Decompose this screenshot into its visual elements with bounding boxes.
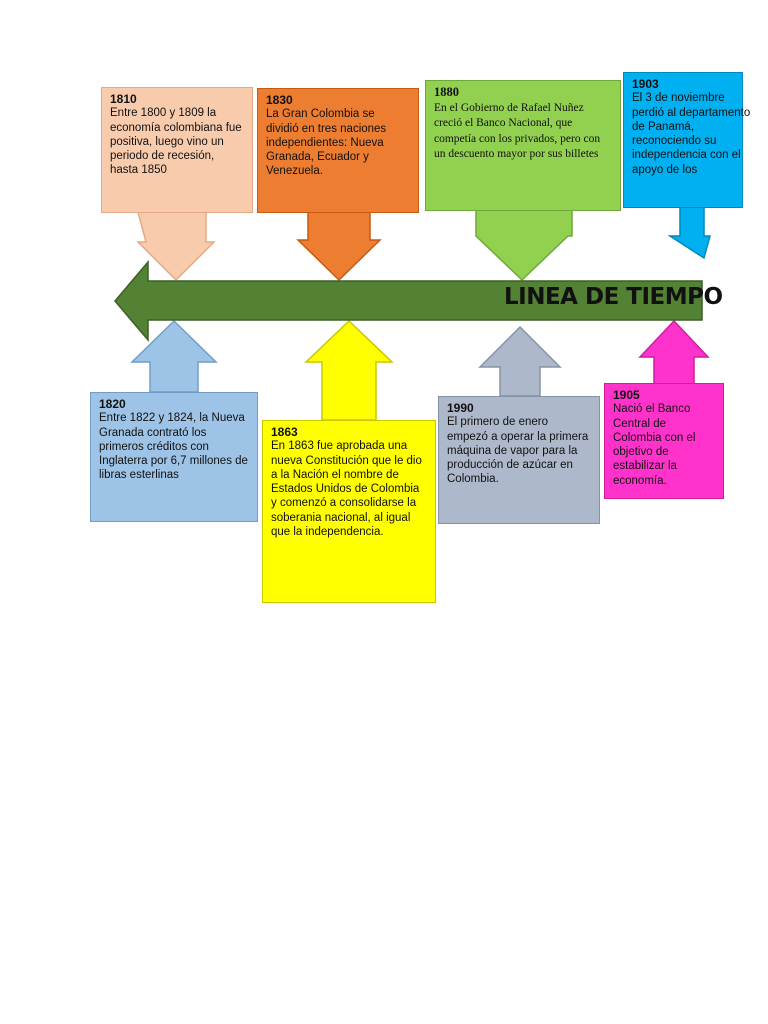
event-box-1990: 1990 El primero de enero empezó a operar… (438, 396, 600, 524)
arrow-down-1810 (136, 211, 216, 282)
event-year: 1903 (632, 77, 659, 91)
arrow-up-1863 (304, 319, 394, 421)
timeline-shapes (114, 206, 711, 421)
arrow-up-1990 (478, 325, 562, 397)
event-text: El 3 de noviembre perdió al departamento… (632, 92, 751, 176)
event-box-1880: 1880 En el Gobierno de Rafael Nuñez crec… (425, 80, 621, 211)
arrow-down-1830 (296, 211, 382, 282)
event-text: Entre 1822 y 1824, la Nueva Granada cont… (99, 412, 248, 482)
event-box-1903: 1903 El 3 de noviembre perdió al departa… (623, 72, 750, 208)
event-year: 1820 (99, 397, 126, 411)
event-box-1810: 1810 Entre 1800 y 1809 la economía colom… (101, 87, 253, 213)
event-text: El primero de enero empezó a operar la p… (447, 416, 589, 486)
event-text: La Gran Colombia se dividió en tres naci… (266, 108, 387, 178)
event-text: Nació el Banco Central de Colombia con e… (613, 403, 696, 487)
event-year: 1863 (271, 425, 298, 439)
event-box-1830: 1830 La Gran Colombia se dividió en tres… (257, 88, 419, 213)
event-year: 1905 (613, 388, 640, 402)
event-text: En el Gobierno de Rafael Nuñez creció el… (434, 101, 601, 161)
arrow-down-1880 (475, 209, 573, 282)
arrow-up-1820 (130, 319, 218, 393)
event-text: Entre 1800 y 1809 la economía colombiana… (110, 107, 242, 177)
event-text: En 1863 fue aprobada una nueva Constituc… (271, 440, 422, 539)
event-year: 1880 (434, 85, 459, 99)
event-year: 1810 (110, 92, 137, 106)
event-box-1820: 1820 Entre 1822 y 1824, la Nueva Granada… (90, 392, 258, 522)
arrow-down-1903 (667, 206, 711, 260)
timeline-bar (114, 259, 703, 343)
timeline-title: LINEA DE TIEMPO (504, 284, 723, 310)
event-year: 1990 (447, 401, 474, 415)
arrow-up-1905 (638, 319, 710, 385)
event-box-1905: 1905 Nació el Banco Central de Colombia … (604, 383, 724, 499)
event-year: 1830 (266, 93, 293, 107)
timeline-canvas: LINEA DE TIEMPO 1810 Entre 1800 y 1809 l… (90, 72, 750, 603)
event-box-1863: 1863 En 1863 fue aprobada una nueva Cons… (262, 420, 436, 603)
